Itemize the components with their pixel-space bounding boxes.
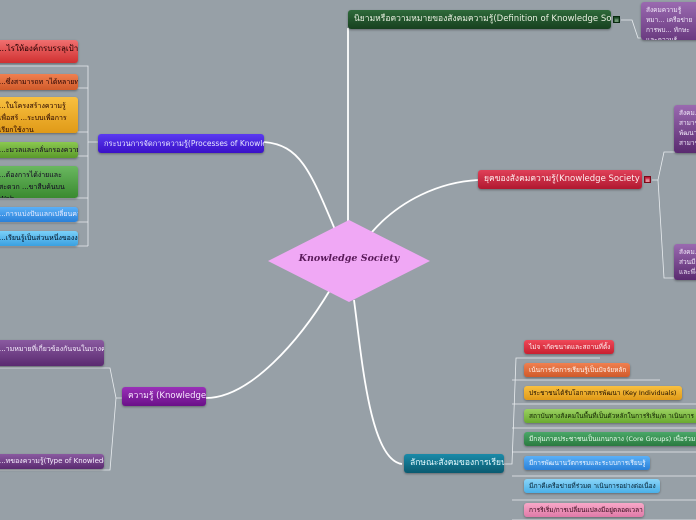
process-item-7[interactable]: ...เรียนรู้เป็นส่วนหนึ่งของงาน — [0, 231, 78, 246]
definition-child-1[interactable]: สังคมความรู้ หมา... เครือข่ายการพบ... ทั… — [641, 2, 696, 40]
learning-item-4[interactable]: สถาบันทางสังคมในพื้นที่เป็นตัวหลักในการร… — [524, 409, 696, 423]
branch-definition[interactable]: นิยามหรือความหมายของสังคมความรู้(Definit… — [348, 10, 611, 29]
process-item-3[interactable]: ...ในโครงสร้างความรู้ เพื่อสร้ ...ระบบเพ… — [0, 97, 78, 133]
link-processes — [263, 141, 337, 233]
process-item-2[interactable]: ...ซึ่งสามารถท าได้หลายทาง — [0, 74, 78, 90]
process-item-5[interactable]: ...ต้องการได้ง่ายและสะดวก ...ขาสืบค้นบน … — [0, 166, 78, 198]
link-era — [371, 179, 479, 233]
learning-item-5[interactable]: มีกลุ่มภาคประชาชนเป็นแกนกลาง (Core Group… — [524, 432, 696, 446]
knowledge-item-2[interactable]: ...ทของความรู้(Type of Knowledge) — [0, 454, 104, 469]
learning-item-1[interactable]: ไม่จ ากัดขนาดและสถานที่ตั้ง — [524, 340, 614, 354]
link-learning — [353, 299, 403, 465]
central-topic-label: Knowledge Society — [298, 253, 400, 264]
link-knowledge — [205, 289, 331, 399]
branch-knowledge-label: ความรู้ (Knowledge) — [128, 391, 206, 401]
learning-item-8[interactable]: การริเริ่ม/การเปลี่ยนแปลงมีอยู่ตลอดเวลา — [524, 503, 644, 517]
era-child-1[interactable]: สังคม... สามาร... พัฒนา... สามาร... — [674, 105, 696, 153]
knowledge-item-1[interactable]: ...ามหมายที่เกี่ยวข้องกันจนในบางครั้ง — [0, 340, 104, 366]
branch-processes[interactable]: กระบวนการจัดการความรู้(Processes of Know… — [98, 134, 264, 153]
collapse-toggle-icon[interactable]: ≡ — [644, 176, 651, 184]
process-item-1[interactable]: ...ไรให้องค์กรบรรลุเป้า — [0, 40, 78, 63]
learning-item-3[interactable]: ประชาชนได้รับโอกาสการพัฒนา (Key Individu… — [524, 386, 682, 400]
central-topic-shape[interactable] — [268, 220, 430, 302]
branch-knowledge[interactable]: ความรู้ (Knowledge) — [122, 387, 206, 406]
learning-item-6[interactable]: มีการพัฒนานวัตกรรมและระบบการเรียนรู้ — [524, 456, 650, 470]
branch-era[interactable]: ยุคของสังคมความรู้(Knowledge Society Era… — [478, 170, 642, 189]
collapse-toggle-icon[interactable]: ≡ — [613, 16, 620, 24]
branch-era-label: ยุคของสังคมความรู้(Knowledge Society Era… — [484, 174, 642, 184]
branch-definition-label: นิยามหรือความหมายของสังคมความรู้(Definit… — [354, 14, 611, 24]
process-item-4[interactable]: ...ะมวลและกลั่นกรองความรู้ — [0, 142, 78, 158]
era-child-2[interactable]: สังคม... ส่วนมีก... และพึ่ง... — [674, 244, 696, 280]
branch-learning[interactable]: ลักษณะสังคมของการเรียนรู้ — [404, 454, 504, 473]
learning-item-2[interactable]: เน้นการจัดการเรียนรู้เป็นปัจจัยหลัก — [524, 363, 630, 377]
process-item-6[interactable]: ...การแบ่งปันแลกเปลี่ยนความรู้ — [0, 207, 78, 222]
branch-learning-label: ลักษณะสังคมของการเรียนรู้ — [410, 458, 504, 468]
learning-item-7[interactable]: มีภาคีเครือข่ายที่ร่วมด าเนินการอย่างต่อ… — [524, 479, 660, 493]
branch-processes-label: กระบวนการจัดการความรู้(Processes of Know… — [104, 139, 264, 148]
